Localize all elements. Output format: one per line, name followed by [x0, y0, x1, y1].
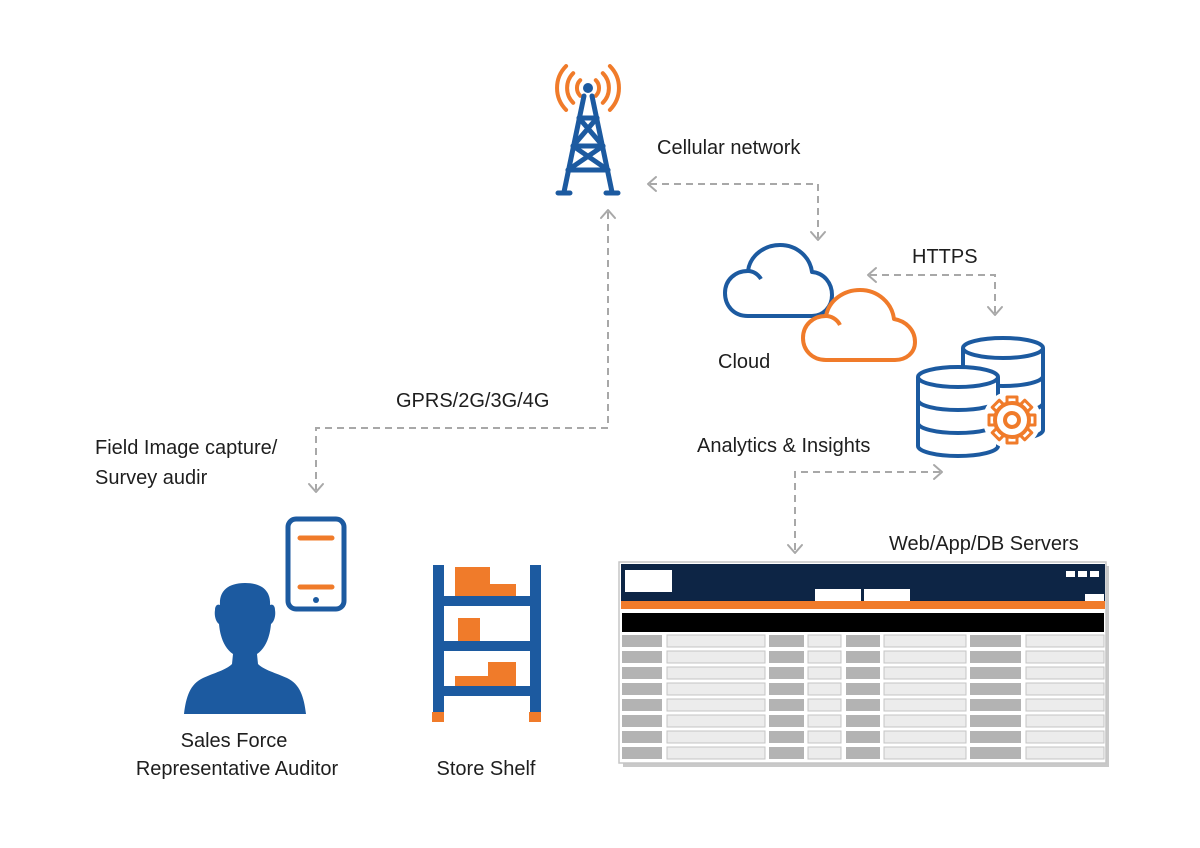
- store-shelf-label: Store Shelf: [437, 758, 536, 780]
- table-cell: [622, 635, 662, 647]
- table-cell: [1025, 634, 1105, 648]
- table-cell: [883, 650, 967, 664]
- connector-database-servers: [787, 464, 943, 554]
- table-cell: [1025, 714, 1105, 728]
- table-cell: [846, 699, 880, 711]
- smartphone-icon: [285, 516, 347, 612]
- table-cell: [883, 698, 967, 712]
- table-cell: [970, 731, 1021, 743]
- table-cell: [666, 666, 766, 680]
- table-cell: [846, 731, 880, 743]
- dashboard-accent-bar: [621, 601, 1105, 609]
- table-cell: [970, 651, 1021, 663]
- table-cell: [883, 666, 967, 680]
- table-cell: [769, 731, 804, 743]
- dashboard-tab: [864, 589, 910, 601]
- table-cell: [666, 698, 766, 712]
- table-cell: [846, 667, 880, 679]
- person-icon: [184, 583, 306, 714]
- table-cell: [769, 667, 804, 679]
- window-control: [1078, 571, 1087, 577]
- table-cell: [1025, 730, 1105, 744]
- table-cell: [666, 682, 766, 696]
- table-cell: [622, 651, 662, 663]
- connector-tower-phone: [308, 209, 616, 493]
- connector-cloud-database: [867, 267, 1003, 316]
- gprs-label: GPRS/2G/3G/4G: [396, 390, 549, 412]
- table-cell: [622, 667, 662, 679]
- dashboard-header: [621, 564, 1105, 601]
- table-cell: [883, 714, 967, 728]
- dashboard-toolbar: [622, 613, 1104, 632]
- table-cell: [1025, 746, 1105, 760]
- dashboard-logo: [625, 570, 672, 592]
- table-cell: [622, 731, 662, 743]
- table-cell: [622, 747, 662, 759]
- table-cell: [1025, 682, 1105, 696]
- signal-waves: [555, 64, 621, 112]
- table-cell: [769, 651, 804, 663]
- table-cell: [846, 747, 880, 759]
- cloud-icon: [723, 243, 917, 362]
- connector-tower-cloud: [647, 176, 826, 241]
- table-cell: [970, 715, 1021, 727]
- cellular-network-label: Cellular network: [657, 137, 801, 159]
- web-dashboard-icon: [618, 561, 1109, 767]
- store-shelf-icon: [432, 565, 541, 722]
- table-cell: [970, 683, 1021, 695]
- dashboard-tab: [815, 589, 861, 601]
- table-cell: [769, 715, 804, 727]
- window-control: [1090, 571, 1099, 577]
- table-cell: [769, 683, 804, 695]
- table-cell: [622, 699, 662, 711]
- table-cell: [846, 683, 880, 695]
- table-cell: [883, 746, 967, 760]
- table-cell: [666, 634, 766, 648]
- table-cell: [807, 746, 842, 760]
- table-cell: [807, 682, 842, 696]
- table-cell: [666, 730, 766, 744]
- table-cell: [970, 667, 1021, 679]
- table-cell: [769, 699, 804, 711]
- gear-icon: [983, 391, 1041, 449]
- analytics-label: Analytics & Insights: [697, 435, 870, 457]
- window-control: [1066, 571, 1075, 577]
- table-cell: [883, 682, 967, 696]
- cloud-label: Cloud: [718, 351, 770, 373]
- table-cell: [622, 683, 662, 695]
- table-cell: [1025, 698, 1105, 712]
- table-cell: [807, 714, 842, 728]
- table-cell: [769, 747, 804, 759]
- https-label: HTTPS: [912, 246, 978, 268]
- table-cell: [769, 635, 804, 647]
- cell-tower-icon: [555, 64, 621, 196]
- table-cell: [883, 730, 967, 744]
- sales-force-label-line2: Representative Auditor: [136, 758, 339, 780]
- table-cell: [1025, 650, 1105, 664]
- servers-label: Web/App/DB Servers: [889, 533, 1079, 555]
- table-cell: [846, 635, 880, 647]
- table-cell: [970, 747, 1021, 759]
- table-cell: [622, 715, 662, 727]
- sales-force-label-line1: Sales Force: [181, 730, 288, 752]
- table-cell: [666, 746, 766, 760]
- table-rows: [622, 634, 1105, 760]
- field-capture-label-line2: Survey audir: [95, 467, 208, 489]
- table-cell: [1025, 666, 1105, 680]
- table-cell: [807, 666, 842, 680]
- table-cell: [846, 651, 880, 663]
- table-cell: [883, 634, 967, 648]
- field-capture-label-line1: Field Image capture/: [95, 437, 278, 459]
- dashboard-tab: [1085, 594, 1104, 601]
- table-cell: [666, 714, 766, 728]
- table-cell: [807, 634, 842, 648]
- table-cell: [846, 715, 880, 727]
- table-cell: [970, 699, 1021, 711]
- table-cell: [970, 635, 1021, 647]
- table-cell: [807, 730, 842, 744]
- table-cell: [807, 698, 842, 712]
- table-cell: [666, 650, 766, 664]
- table-cell: [807, 650, 842, 664]
